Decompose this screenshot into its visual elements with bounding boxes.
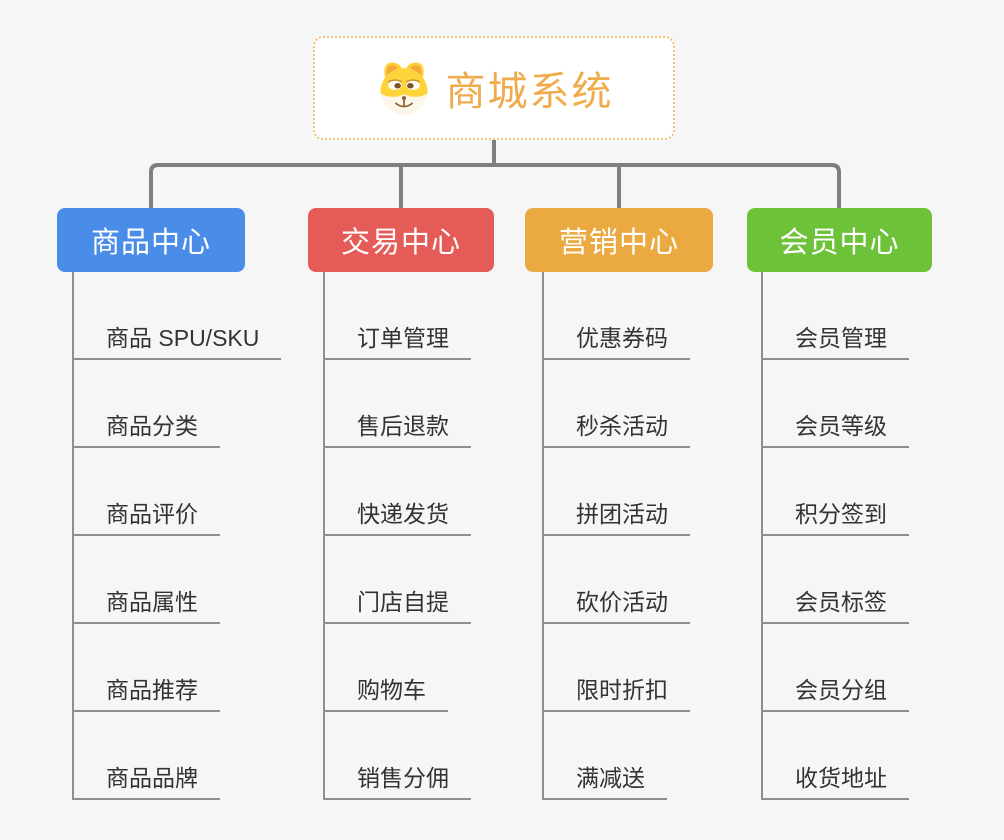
branch-children-trade-center: 订单管理 售后退款 快递发货 门店自提 购物车 销售分佣: [323, 272, 471, 800]
mindmap-node[interactable]: 会员管理: [763, 272, 909, 360]
mindmap-node[interactable]: 积分签到: [763, 448, 909, 536]
branch-children-marketing-center: 优惠券码 秒杀活动 拼团活动 砍价活动 限时折扣 满减送: [542, 272, 690, 800]
branch-node-marketing-center[interactable]: 营销中心: [525, 208, 713, 272]
branch-bus-line: [149, 163, 841, 210]
mindmap-node[interactable]: 砍价活动: [544, 536, 690, 624]
mindmap-node[interactable]: 门店自提: [325, 536, 471, 624]
root-node[interactable]: 商城系统: [313, 36, 675, 140]
mindmap-node[interactable]: 快递发货: [325, 448, 471, 536]
mindmap-node[interactable]: 商品 SPU/SKU: [74, 272, 282, 360]
mindmap-node[interactable]: 商品评价: [74, 448, 220, 536]
branch-children-product-center: 商品 SPU/SKU 商品分类 商品评价 商品属性 商品推荐 商品品牌: [72, 272, 282, 800]
mindmap-node[interactable]: 限时折扣: [544, 624, 690, 712]
mindmap-node[interactable]: 会员标签: [763, 536, 909, 624]
mindmap-node[interactable]: 收货地址: [763, 712, 909, 800]
doge-icon: [379, 62, 428, 116]
branch-node-member-center[interactable]: 会员中心: [747, 208, 932, 272]
mindmap-node[interactable]: 优惠券码: [544, 272, 690, 360]
mindmap-node[interactable]: 会员等级: [763, 360, 909, 448]
mindmap-node[interactable]: 售后退款: [325, 360, 471, 448]
mindmap-node[interactable]: 商品分类: [74, 360, 220, 448]
branch-label: 会员中心: [779, 227, 900, 259]
mindmap-node[interactable]: 商品属性: [74, 536, 220, 624]
branch-label: 交易中心: [340, 227, 461, 259]
mindmap-node[interactable]: 销售分佣: [325, 712, 471, 800]
mindmap-node[interactable]: 满减送: [544, 712, 667, 800]
mindmap-node[interactable]: 秒杀活动: [544, 360, 690, 448]
branch-node-product-center[interactable]: 商品中心: [57, 208, 245, 272]
branch-children-member-center: 会员管理 会员等级 积分签到 会员标签 会员分组 收货地址: [761, 272, 909, 800]
mindmap-node[interactable]: 订单管理: [325, 272, 471, 360]
root-title: 商城系统: [445, 70, 614, 114]
mindmap-node[interactable]: 购物车: [325, 624, 448, 712]
mindmap-node[interactable]: 会员分组: [763, 624, 909, 712]
branch-node-trade-center[interactable]: 交易中心: [308, 208, 494, 272]
mindmap-node[interactable]: 拼团活动: [544, 448, 690, 536]
branch-label: 营销中心: [558, 227, 679, 259]
mindmap-node[interactable]: 商品推荐: [74, 624, 220, 712]
branch-label: 商品中心: [90, 227, 211, 259]
mindmap-node[interactable]: 商品品牌: [74, 712, 220, 800]
